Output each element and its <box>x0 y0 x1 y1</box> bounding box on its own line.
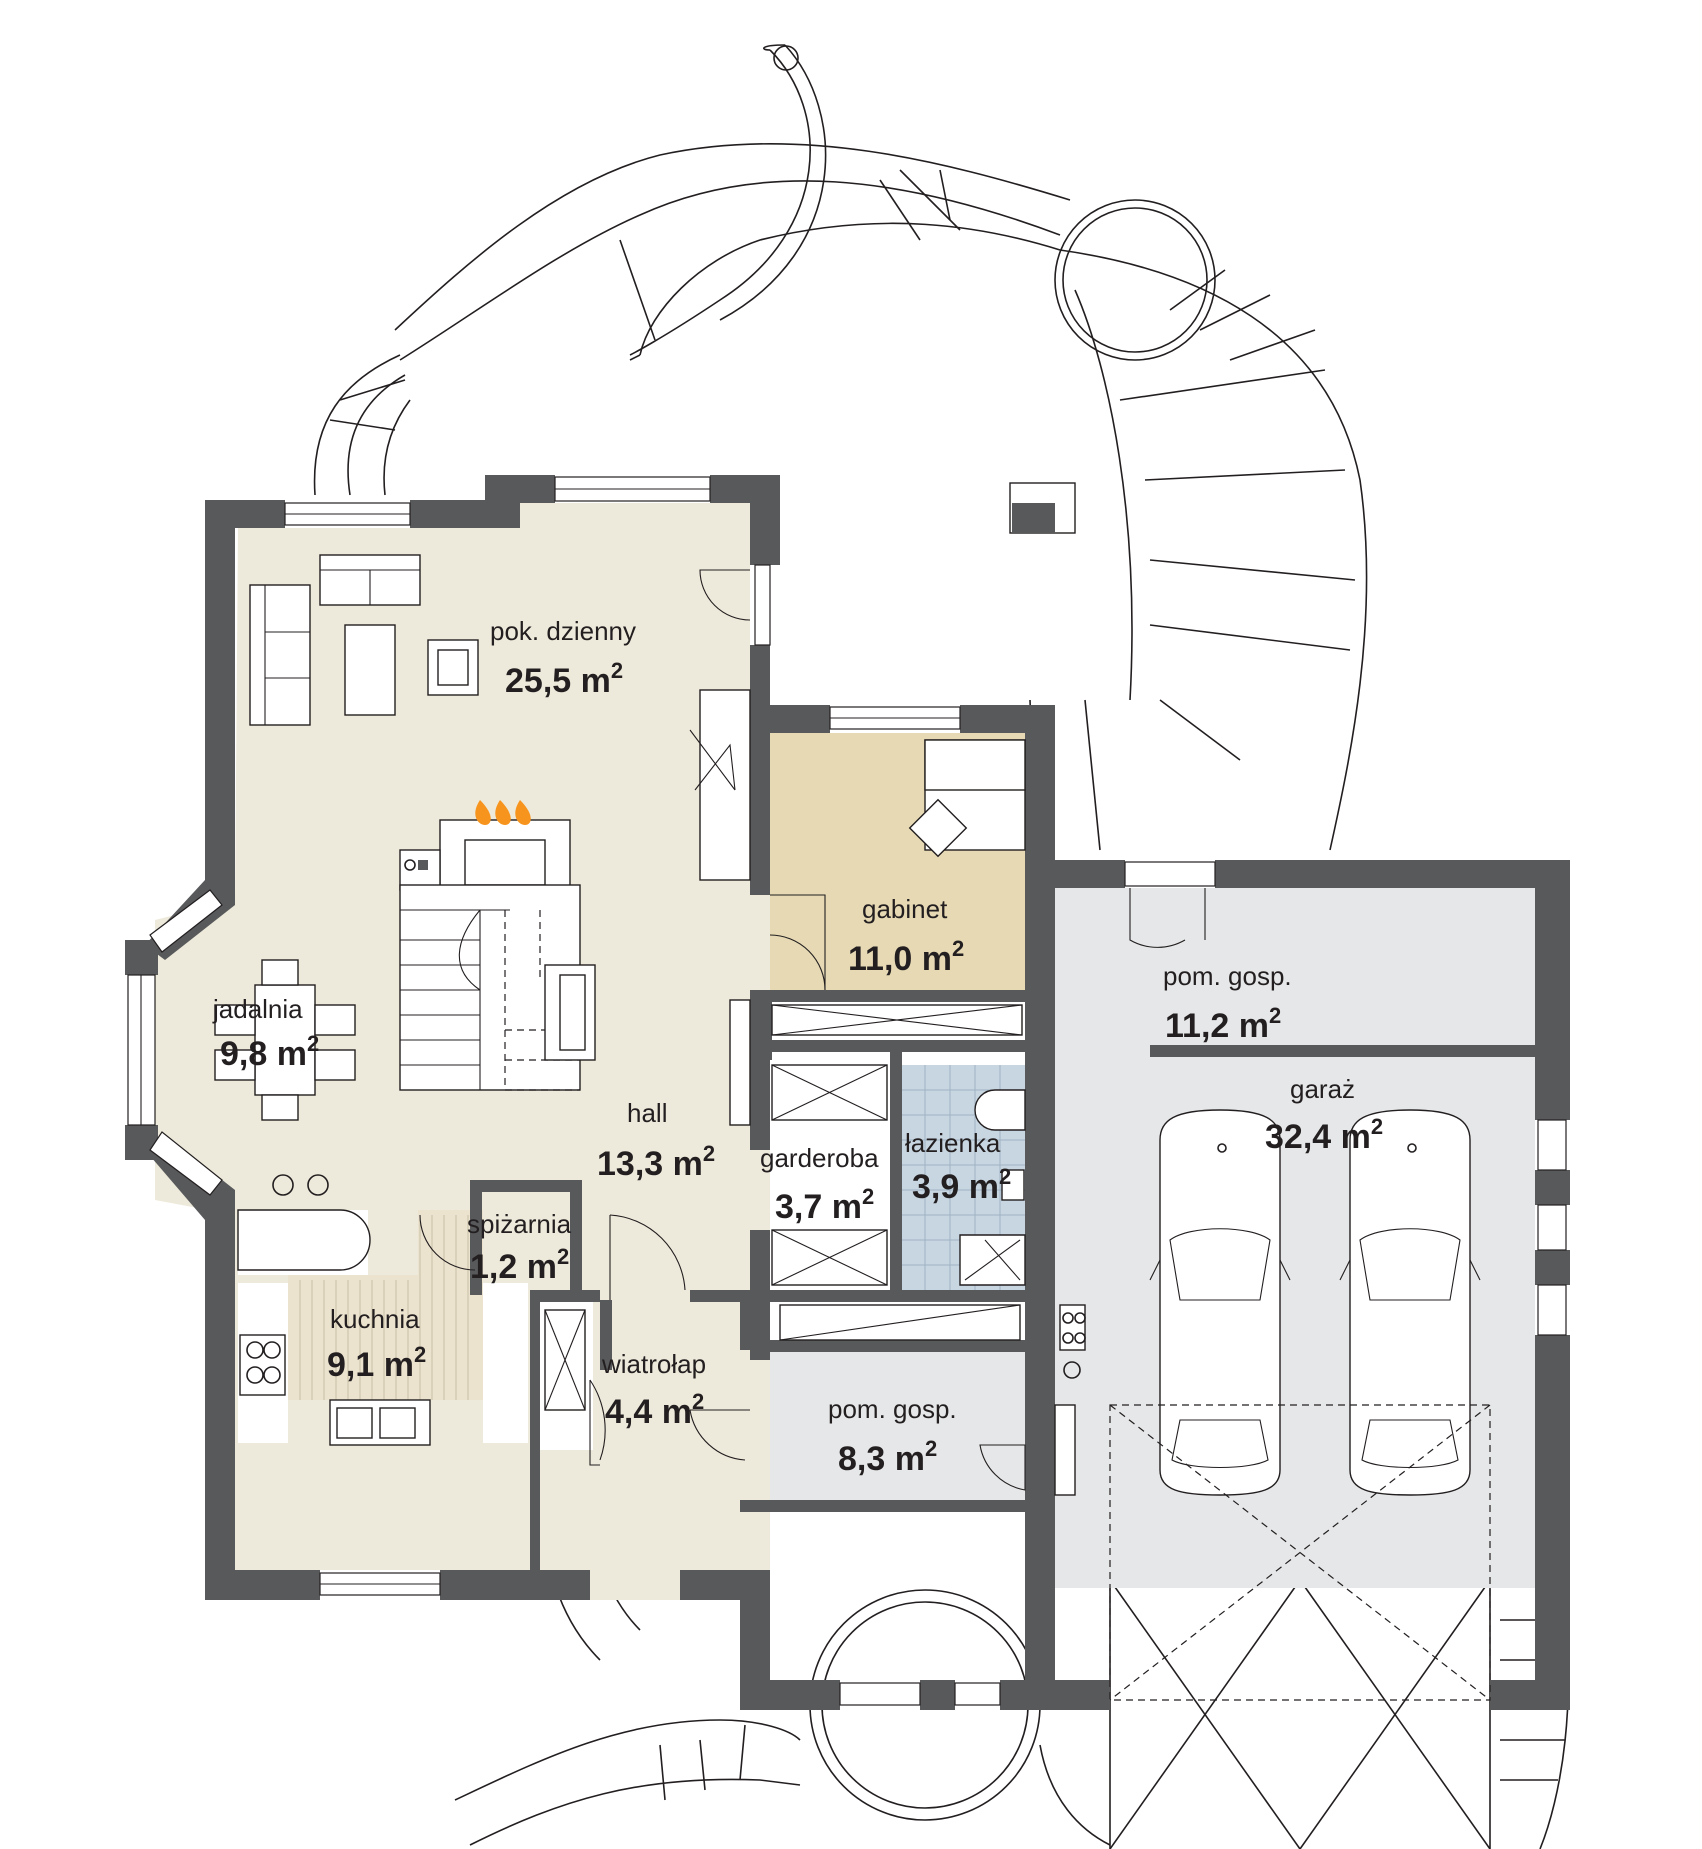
room-name: hall <box>627 1098 667 1128</box>
room-kitchen: kuchnia 9,1 m2 <box>327 1304 426 1384</box>
room-area: 9,8 m2 <box>220 1031 319 1073</box>
room-name: kuchnia <box>330 1304 420 1334</box>
room-area: 3,7 m2 <box>775 1184 874 1226</box>
garage-cars <box>1109 1109 1491 1701</box>
room-name: jadalnia <box>212 994 303 1024</box>
room-hall: hall 13,3 m2 <box>597 1098 715 1183</box>
room-area: 13,3 m2 <box>597 1141 715 1183</box>
room-name: pok. dzienny <box>490 616 636 646</box>
room-utility-2: pom. gosp. 8,3 m2 <box>828 1394 957 1478</box>
room-utility-1: pom. gosp. 11,2 m2 <box>1163 961 1292 1045</box>
kitchen-floor-lines <box>299 1215 469 1400</box>
furniture <box>214 554 1086 1496</box>
fire-icon <box>475 800 531 825</box>
room-office: gabinet 11,0 m2 <box>848 894 964 978</box>
room-dining: jadalnia 9,8 m2 <box>212 994 319 1073</box>
room-area: 9,1 m2 <box>327 1342 426 1384</box>
room-name: pom. gosp. <box>828 1394 957 1424</box>
car-right <box>1339 1109 1481 1496</box>
room-name: łazienka <box>905 1128 1001 1158</box>
room-area: 3,9 m2 <box>912 1164 1011 1206</box>
room-pantry: spiżarnia 1,2 m2 <box>467 1209 572 1286</box>
room-area: 8,3 m2 <box>838 1436 937 1478</box>
room-wardrobe: garderoba 3,7 m2 <box>760 1143 879 1226</box>
room-area: 1,2 m2 <box>470 1244 569 1286</box>
room-name: wiatrołap <box>601 1349 706 1379</box>
room-name: gabinet <box>862 894 948 924</box>
room-area: 4,4 m2 <box>605 1389 704 1431</box>
car-left <box>1149 1109 1291 1496</box>
room-name: garderoba <box>760 1143 879 1173</box>
room-area: 11,2 m2 <box>1165 1003 1281 1045</box>
room-bathroom: łazienka 3,9 m2 <box>905 1128 1011 1206</box>
windows <box>127 476 1567 1706</box>
utility2-floor <box>770 1350 1027 1505</box>
room-area: 25,5 m2 <box>505 658 623 700</box>
room-labels: pok. dzienny 25,5 m2 jadalnia 9,8 m2 gab… <box>212 616 1383 1478</box>
room-area: 11,0 m2 <box>848 936 964 978</box>
room-garage: garaż 32,4 m2 <box>1265 1074 1383 1156</box>
room-living: pok. dzienny 25,5 m2 <box>490 616 636 700</box>
room-name: pom. gosp. <box>1163 961 1292 991</box>
kitchen-floor <box>288 1275 483 1400</box>
doors <box>419 569 1206 1491</box>
room-name: spiżarnia <box>467 1209 572 1239</box>
room-vestibule: wiatrołap 4,4 m2 <box>601 1349 706 1431</box>
room-area: 32,4 m2 <box>1265 1114 1383 1156</box>
room-name: garaż <box>1290 1074 1355 1104</box>
